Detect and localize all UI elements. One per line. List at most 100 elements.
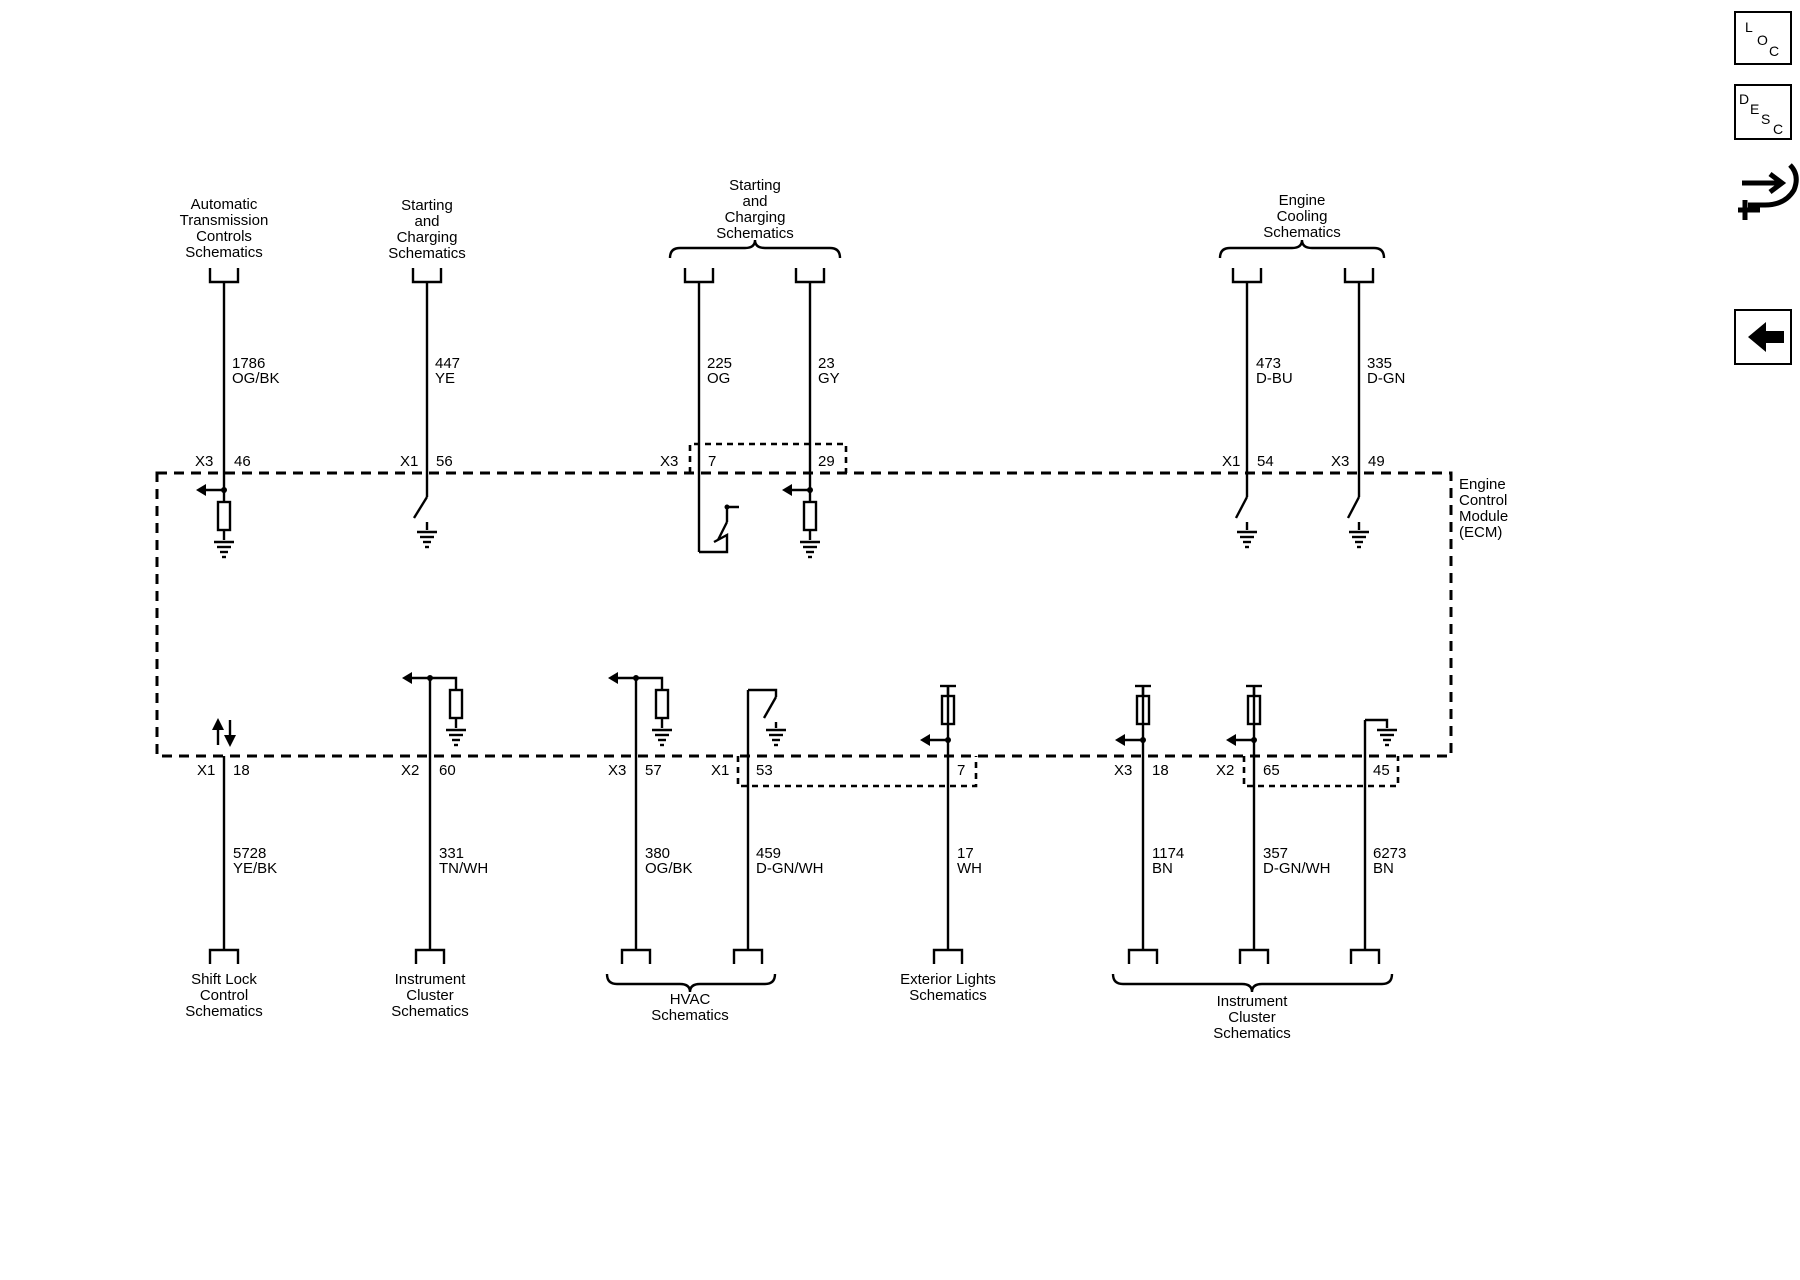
wire-color: YE [435,370,455,387]
ground-icon [1237,530,1257,549]
ground-icon [417,530,437,549]
svg-text:Instrument: Instrument [395,971,467,988]
svg-text:HVAC: HVAC [670,991,711,1008]
svg-text:Schematics: Schematics [185,1003,263,1020]
destination-label: Automatic Transmission Controls Schemati… [180,196,269,261]
circuit-335: 335 D-GN X3 49 [1331,268,1405,549]
desc-button[interactable]: D E S C [1734,84,1792,140]
svg-text:Schematics: Schematics [909,987,987,1004]
pin-number: 18 [233,762,250,779]
svg-text:and: and [414,213,439,230]
pin-number: 60 [439,762,456,779]
svg-text:Shift Lock: Shift Lock [191,971,257,988]
circuit-number: 357 [1263,845,1288,862]
pin-number: 57 [645,762,662,779]
connector-id: X2 [401,762,419,779]
svg-text:Transmission: Transmission [180,212,269,229]
x1-connector-box [736,756,978,788]
circuit-380: X3 57 380 OG/BK [608,672,693,964]
back-button[interactable] [1734,309,1792,365]
svg-text:Control: Control [1459,492,1507,509]
loc-letter-l: L [1745,19,1753,35]
ground-icon [800,540,820,559]
svg-text:Charging: Charging [725,209,786,226]
loc-button[interactable]: L O C [1734,11,1792,65]
circuit-number: 1786 [232,355,265,372]
pin-number: 29 [818,453,835,470]
wire-color: OG/BK [232,370,280,387]
connector-id: X2 [1216,762,1234,779]
pin-number: 49 [1368,453,1385,470]
pin-number: 46 [234,453,251,470]
circuit-17: 7 17 WH Exterior Lights Schematics [900,684,996,1004]
svg-text:Schematics: Schematics [1263,224,1341,241]
wire-color: D-GN/WH [756,860,824,877]
svg-text:Schematics: Schematics [651,1007,729,1024]
ground-icon [766,728,786,747]
circuit-447: Starting and Charging Schematics 447 YE … [388,197,466,549]
circuit-number: 1174 [1152,845,1184,862]
pin-number: 56 [436,453,453,470]
destination-label: Exterior Lights Schematics [900,971,996,1004]
pin-number: 53 [756,762,773,779]
wire-color: TN/WH [439,860,488,877]
circuit-number: 459 [756,845,781,862]
connector-id: X3 [1114,762,1132,779]
circuit-23: 23 GY 29 [782,268,840,559]
wire-color: D-GN/WH [1263,860,1331,877]
pin-number: 7 [708,453,716,470]
svg-text:Control: Control [200,987,248,1004]
circuit-number: 5728 [233,845,266,862]
svg-text:Starting: Starting [401,197,453,214]
connector-id: X1 [711,762,729,779]
svg-text:Cluster: Cluster [406,987,454,1004]
circuit-5728: X1 18 5728 YE/BK Shift Lock Control Sche… [185,718,277,1020]
circuit-473: 473 D-BU X1 54 [1222,268,1293,549]
svg-text:Controls: Controls [196,228,252,245]
destination-label: Shift Lock Control Schematics [185,971,263,1020]
ecm-label: Engine Control Module (ECM) [1459,476,1508,541]
svg-text:Schematics: Schematics [391,1003,469,1020]
circuit-number: 23 [818,355,835,372]
wire-color: YE/BK [233,860,277,877]
connector-id: X3 [1331,453,1349,470]
desc-letter-c: C [1773,121,1783,137]
wire-color: WH [957,860,982,877]
svg-text:Instrument: Instrument [1217,993,1289,1010]
svg-text:Engine: Engine [1459,476,1506,493]
wire-color: BN [1152,860,1173,877]
desc-letter-e: E [1750,101,1759,117]
circuit-357: X2 65 357 D-GN/WH [1216,684,1331,964]
loc-letter-c: C [1769,43,1779,59]
svg-text:Schematics: Schematics [185,244,263,261]
svg-text:Automatic: Automatic [191,196,258,213]
ground-icon [1349,530,1369,549]
hvac-group: HVAC Schematics [605,973,777,1024]
connector-id: X1 [1222,453,1240,470]
ground-icon [1377,728,1397,747]
connector-id: X3 [660,453,678,470]
circuit-number: 447 [435,355,460,372]
wire-color: D-BU [1256,370,1293,387]
destination-label: Instrument Cluster Schematics [391,971,469,1020]
svg-text:Starting: Starting [729,177,781,194]
svg-text:Engine: Engine [1279,192,1326,209]
svg-text:Cluster: Cluster [1228,1009,1276,1026]
ground-icon [652,728,672,747]
svg-text:Exterior Lights: Exterior Lights [900,971,996,988]
circuit-459: X1 53 459 D-GN/WH [711,688,824,964]
starting-charging-group: Starting and Charging Schematics [668,177,842,259]
circuit-1786: Automatic Transmission Controls Schemati… [180,196,280,559]
connector-id: X3 [195,453,213,470]
diagnostic-tool-icon[interactable] [1738,163,1799,220]
ecm-boundary [155,471,1453,758]
wire-color: OG [707,370,730,387]
circuit-6273: 45 6273 BN [1349,718,1406,964]
x2-connector-box [1242,756,1400,788]
circuit-number: 473 [1256,355,1281,372]
ground-icon [214,540,234,559]
connector-id: X1 [197,762,215,779]
wire-color: GY [818,370,840,387]
svg-text:Cooling: Cooling [1277,208,1328,225]
connector-id: X3 [608,762,626,779]
